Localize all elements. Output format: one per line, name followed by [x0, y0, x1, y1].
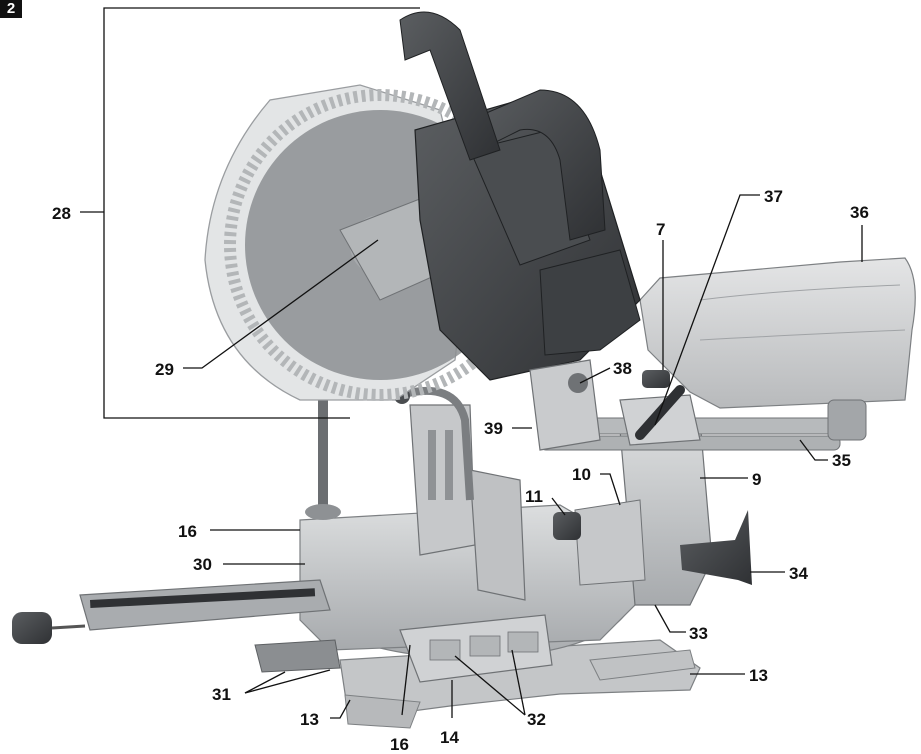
- callout-32: 32: [527, 710, 546, 729]
- callout-16-bottom: 16: [390, 735, 409, 754]
- callout-labels: 28 29 7 37 36 38 39 35 10 11 9 16 30 34 …: [52, 187, 869, 754]
- callout-34: 34: [789, 564, 808, 583]
- callout-35: 35: [832, 451, 851, 470]
- callout-31: 31: [212, 685, 231, 704]
- leader-lines: [80, 7, 863, 719]
- callout-11: 11: [525, 487, 543, 506]
- callout-36: 36: [850, 203, 869, 222]
- callout-28: 28: [52, 204, 71, 223]
- callout-37: 37: [764, 187, 783, 206]
- saw-head: [204, 11, 641, 451]
- callout-14: 14: [440, 728, 459, 747]
- callout-13-right: 13: [749, 666, 768, 685]
- callout-33: 33: [689, 624, 708, 643]
- figure-number-tag: 2: [0, 0, 22, 18]
- callout-10: 10: [572, 465, 591, 484]
- dust-bag: [639, 257, 916, 409]
- callout-29: 29: [155, 360, 174, 379]
- tilt-column: [539, 370, 867, 606]
- saw-base: [12, 504, 701, 729]
- callout-13-left: 13: [300, 710, 319, 729]
- callout-9: 9: [752, 470, 761, 489]
- callout-16-top: 16: [178, 522, 197, 541]
- callout-39: 39: [484, 419, 503, 438]
- callout-30: 30: [193, 555, 212, 574]
- callout-38: 38: [613, 359, 632, 378]
- callout-7: 7: [656, 220, 665, 239]
